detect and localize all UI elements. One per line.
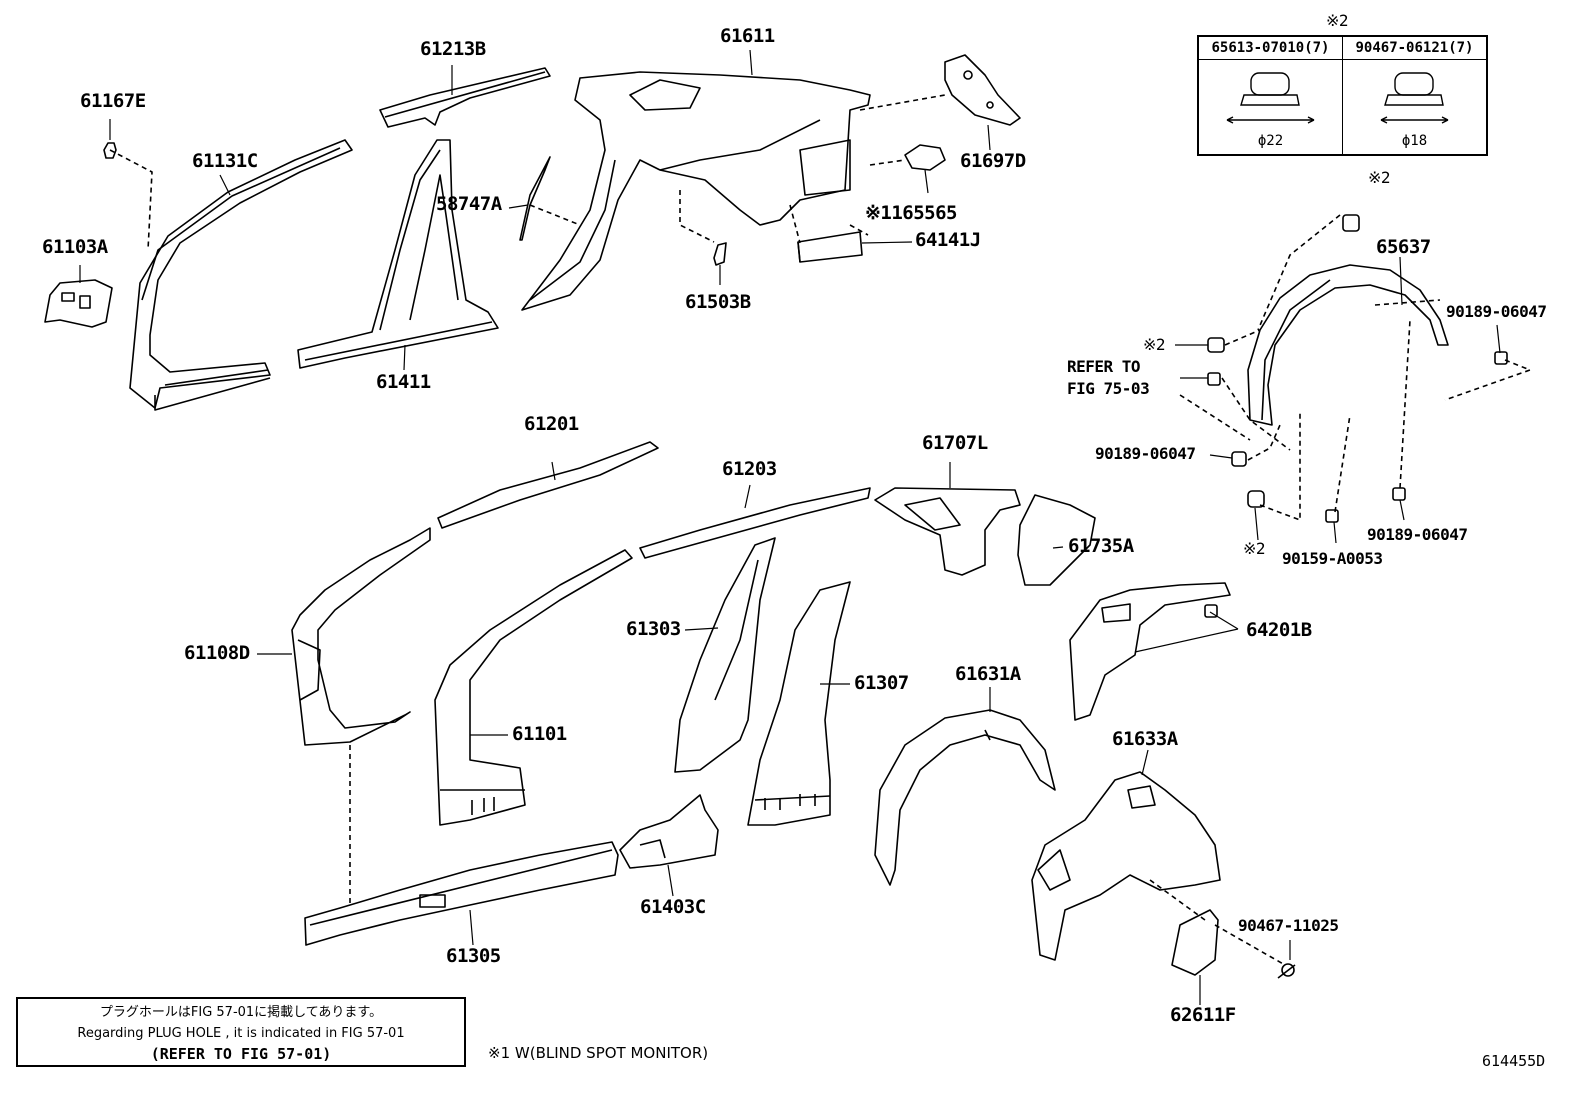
label-61633A: 61633A xyxy=(1112,728,1178,750)
part-61633A-shape xyxy=(1031,771,1221,961)
part-61131C-shape xyxy=(129,139,353,411)
part-61631A-shape xyxy=(874,709,1056,886)
solid-leaders xyxy=(79,49,1501,1005)
label-61503B: 61503B xyxy=(685,291,751,313)
label-61305: 61305 xyxy=(446,945,501,967)
label-61108D: 61108D xyxy=(184,642,250,664)
clip-65613-icon xyxy=(1226,72,1315,124)
label-61611: 61611 xyxy=(720,25,775,47)
label-61707L: 61707L xyxy=(922,432,988,454)
footnote-blind-spot: ※1 W(BLIND SPOT MONITOR) xyxy=(488,1044,709,1062)
fastener-shapes xyxy=(1204,214,1508,979)
clip-table-mark: ※2 xyxy=(1326,11,1349,30)
part-61503B-shape xyxy=(713,242,727,266)
note-line-jp: プラグホールはFIG 57-01に掲載してあります。 xyxy=(99,1005,383,1020)
part-61707L-shape xyxy=(874,487,1021,576)
liner-leader-dashes xyxy=(349,214,1531,966)
part-61167E-shape xyxy=(103,142,117,159)
label-62611F: 62611F xyxy=(1170,1004,1236,1026)
part-61611-shape xyxy=(521,71,871,311)
clip-cell-90467: ϕ18 xyxy=(1342,59,1488,156)
label-165565: ※1165565 xyxy=(865,202,958,224)
clip-dim-22: ϕ22 xyxy=(1257,133,1284,149)
part-61213B-shape xyxy=(379,67,551,128)
part-62611F-shape xyxy=(1171,909,1219,976)
clip-cell-65613: ϕ22 xyxy=(1197,59,1343,156)
label-mark2-bottom: ※2 xyxy=(1243,539,1266,558)
label-61735A: 61735A xyxy=(1068,535,1134,557)
label-61697D: 61697D xyxy=(960,150,1026,172)
part-61203-shape xyxy=(639,487,871,559)
clip-spec-table: 65613-07010(7) 90467-06121(7) ϕ22 ϕ18 xyxy=(1197,35,1488,156)
clip-part-90467: 90467-06121(7) xyxy=(1342,35,1488,60)
clip-90467-icon xyxy=(1380,72,1449,124)
part-64141J-shape xyxy=(797,231,863,263)
part-61305-shape xyxy=(304,841,619,946)
part-64201B-shape xyxy=(1069,582,1231,721)
label-90467-11025: 90467-11025 xyxy=(1238,916,1339,935)
label-61631A: 61631A xyxy=(955,663,1021,685)
label-61213B: 61213B xyxy=(420,38,486,60)
label-90159-A0053: 90159-A0053 xyxy=(1282,549,1383,568)
label-90189-06047-right: 90189-06047 xyxy=(1446,302,1547,321)
label-65637: 65637 xyxy=(1376,236,1431,258)
part-58747A-shape xyxy=(519,156,551,241)
part-61101-shape xyxy=(434,549,633,826)
part-61201-shape xyxy=(437,441,659,529)
plug-hole-note: プラグホールはFIG 57-01に掲載してあります。 Regarding PLU… xyxy=(16,997,466,1067)
label-61101: 61101 xyxy=(512,723,567,745)
label-61403C: 61403C xyxy=(640,896,706,918)
part-61735A-shape xyxy=(1017,494,1096,586)
label-90189-06047-left: 90189-06047 xyxy=(1095,444,1196,463)
label-fig-75-03: FIG 75-03 xyxy=(1067,379,1150,398)
part-61307-shape xyxy=(747,581,851,826)
part-165565-shape xyxy=(904,144,946,171)
part-61303-shape xyxy=(674,537,776,773)
part-61103A-shape xyxy=(44,279,113,328)
label-61303: 61303 xyxy=(626,618,681,640)
label-61201: 61201 xyxy=(524,413,579,435)
part-61697D-shape xyxy=(944,54,1021,126)
label-61131C: 61131C xyxy=(192,150,258,172)
label-61203: 61203 xyxy=(722,458,777,480)
label-mark2-left: ※2 xyxy=(1143,335,1166,354)
label-61167E: 61167E xyxy=(80,90,146,112)
label-refer-to: REFER TO xyxy=(1067,357,1141,376)
note-line-refer: (REFER TO FIG 57-01) xyxy=(150,1045,332,1063)
label-61411: 61411 xyxy=(376,371,431,393)
part-61108D-shape xyxy=(291,527,431,746)
label-58747A: 58747A xyxy=(436,193,502,215)
label-90189-06047-bottom: 90189-06047 xyxy=(1367,525,1468,544)
label-61307: 61307 xyxy=(854,672,909,694)
part-65637-shape xyxy=(1247,264,1449,426)
part-61403C-shape xyxy=(619,794,719,869)
label-64201B: 64201B xyxy=(1246,619,1312,641)
figure-id: 614455D xyxy=(1482,1052,1546,1070)
clip-part-65613: 65613-07010(7) xyxy=(1197,35,1343,60)
label-mark2-top: ※2 xyxy=(1368,168,1391,187)
label-61103A: 61103A xyxy=(42,236,108,258)
clip-dim-18: ϕ18 xyxy=(1401,133,1428,149)
top-leader-dashes xyxy=(109,94,946,251)
note-line-en: Regarding PLUG HOLE , it is indicated in… xyxy=(77,1026,405,1041)
label-64141J: 64141J xyxy=(915,229,981,251)
part-61411-shape xyxy=(297,139,499,369)
